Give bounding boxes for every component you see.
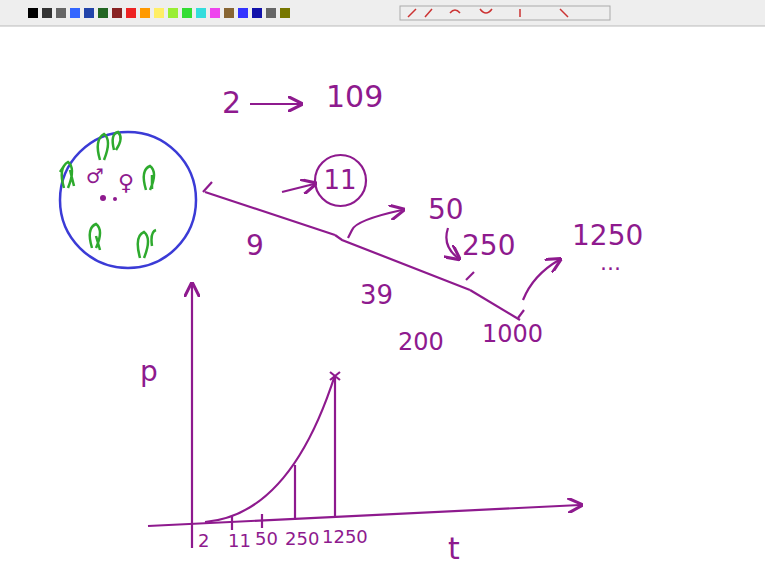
population-circle [60, 132, 196, 268]
palette [28, 6, 610, 20]
count: 1250 [572, 222, 643, 250]
count: 109 [326, 82, 383, 112]
branch: 9 [246, 232, 264, 260]
tick-label: 50 [255, 530, 278, 548]
symbol: ♂ [86, 166, 104, 186]
count-circle: 11 [313, 153, 368, 208]
symbol: ♀ [118, 172, 134, 194]
tick-label: 11 [228, 532, 251, 550]
plants [60, 132, 156, 258]
tree-lines [203, 104, 559, 320]
axis-label: p [140, 358, 158, 386]
branch: 39 [360, 282, 393, 308]
count: 250 [462, 232, 515, 260]
tick-label: 250 [285, 530, 319, 548]
count-value: 11 [323, 167, 356, 193]
branch: 200 [398, 330, 444, 354]
ellipsis: ... [600, 252, 621, 274]
count: 2 [222, 88, 241, 118]
growth-graph [148, 285, 580, 548]
tick-label: 2 [198, 532, 209, 550]
branch: 1000 [482, 322, 543, 346]
tick-label: 1250 [322, 528, 368, 546]
axis-label: t [448, 534, 460, 564]
count: 50 [428, 196, 464, 224]
